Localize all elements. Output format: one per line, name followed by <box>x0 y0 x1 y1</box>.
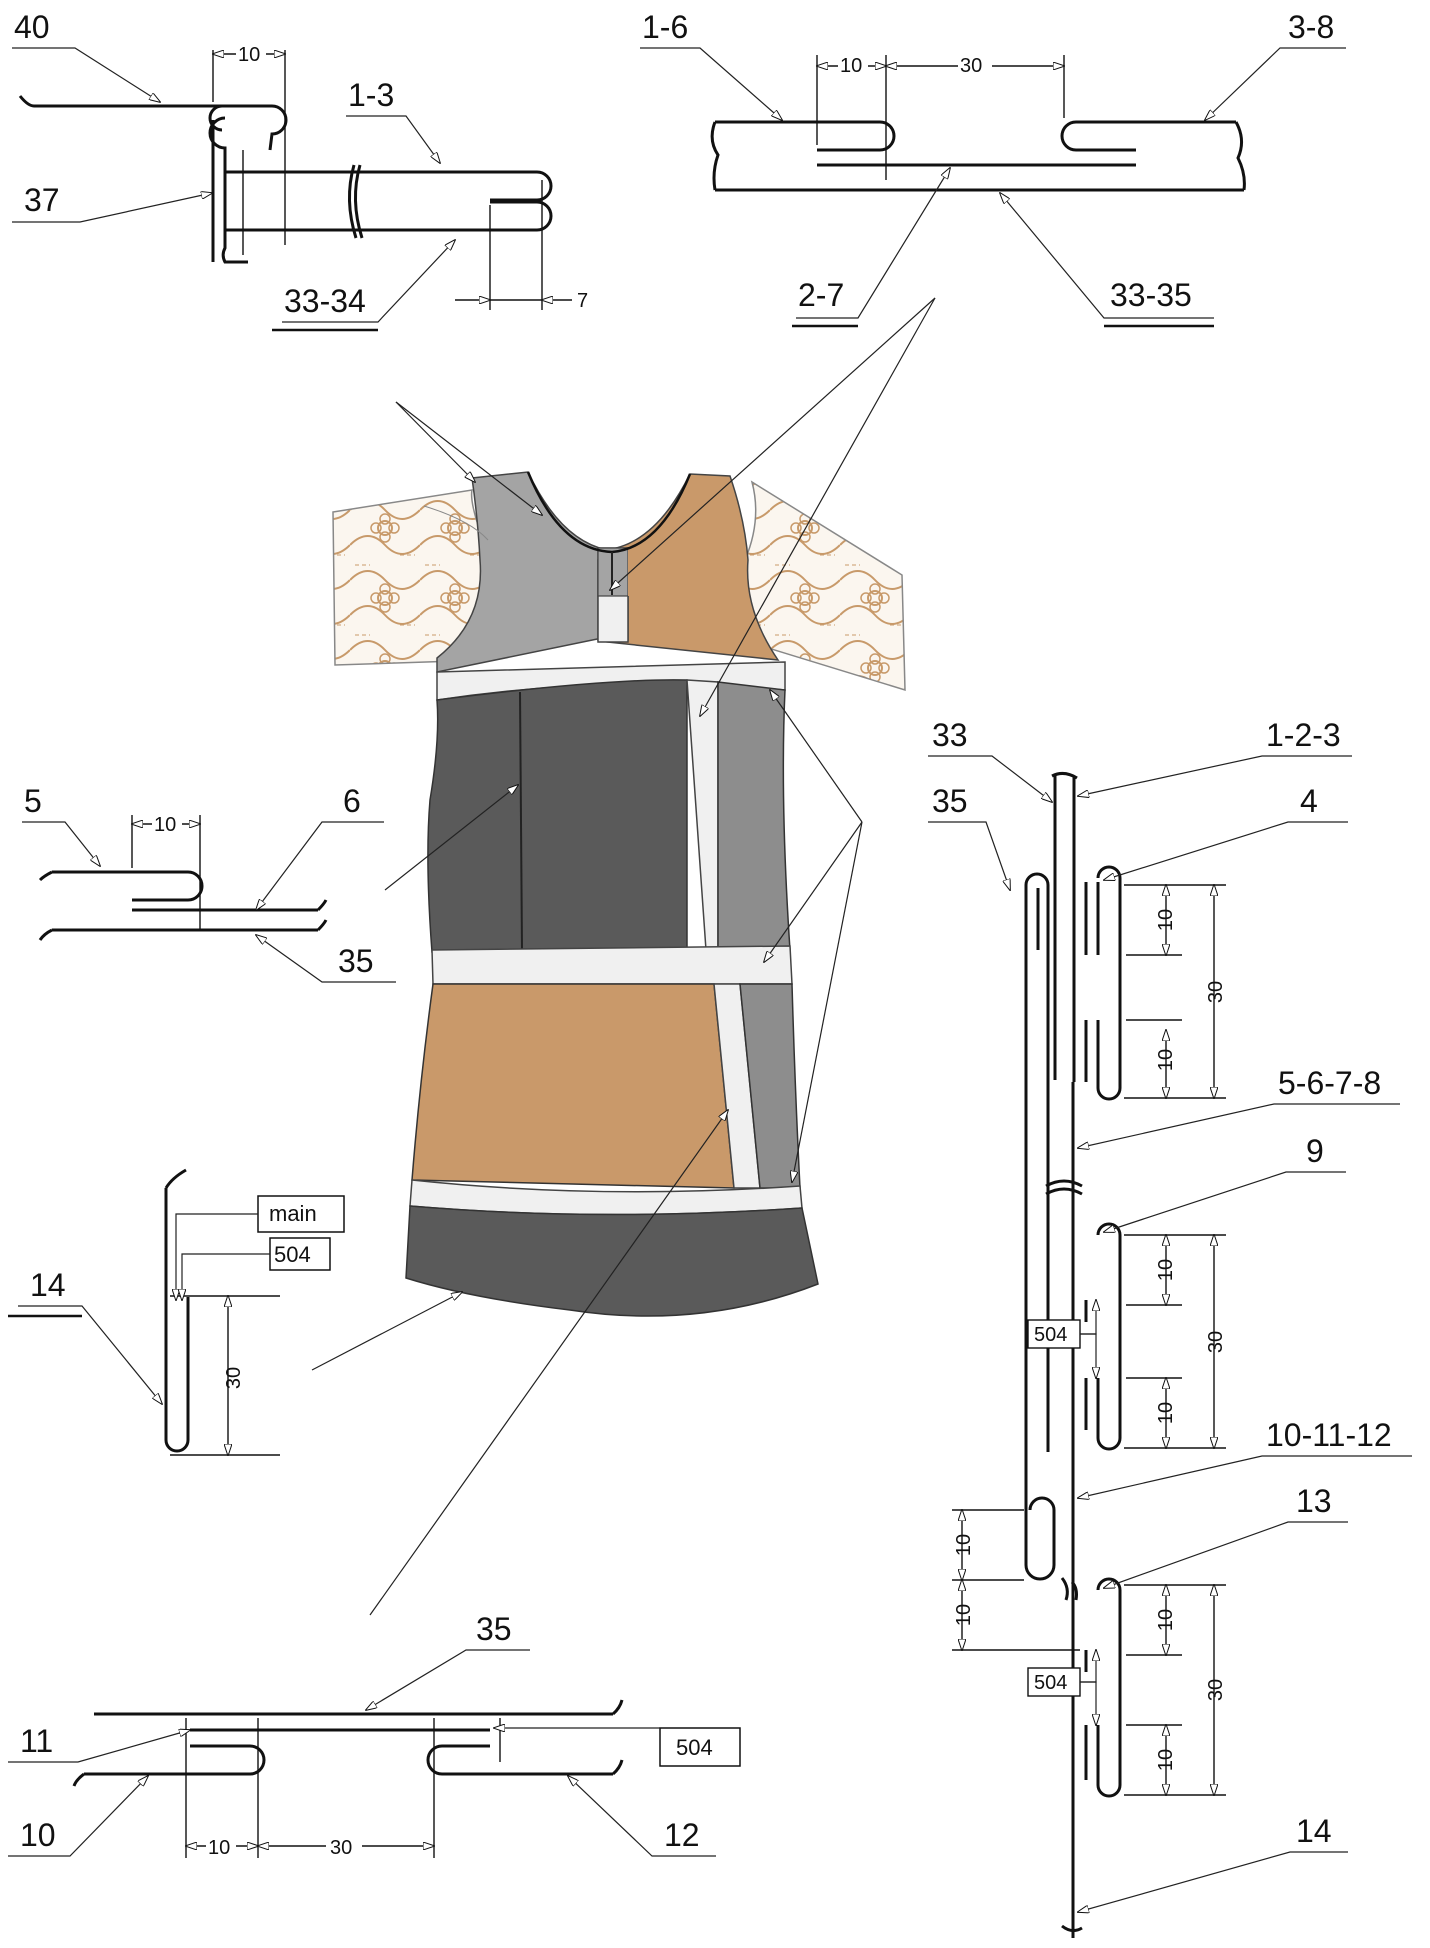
label-11: 11 <box>20 1723 53 1759</box>
detail-hem: 30 main 504 14 <box>18 1168 345 1455</box>
dim-7: 7 <box>577 290 588 312</box>
label-10-11-12: 10-11-12 <box>1266 1417 1392 1453</box>
label-13: 13 <box>1296 1483 1332 1519</box>
label-33-35: 33-35 <box>1110 277 1192 313</box>
label-504: 504 <box>1034 1324 1067 1346</box>
label-33: 33 <box>932 717 968 753</box>
detail-hem-band-seam: 10 30 35 11 10 12 504 <box>8 1611 741 1859</box>
bodice-left <box>427 679 688 953</box>
label-14: 14 <box>30 1267 66 1303</box>
dim-10: 10 <box>1155 1402 1177 1424</box>
dim-10: 10 <box>1155 1049 1177 1071</box>
label-box-504 <box>659 1727 741 1767</box>
skirt-right <box>739 983 801 1189</box>
dim-30: 30 <box>960 55 982 77</box>
label-5-6-7-8: 5-6-7-8 <box>1278 1065 1381 1101</box>
label-2-7: 2-7 <box>798 277 844 313</box>
label-6: 6 <box>343 783 361 819</box>
label-35: 35 <box>932 783 968 819</box>
label-4: 4 <box>1300 783 1318 819</box>
label-37: 37 <box>24 182 60 218</box>
dim-10: 10 <box>1155 1259 1177 1281</box>
label-box-main <box>257 1195 345 1233</box>
dim-10: 10 <box>208 1837 230 1859</box>
label-underlines <box>8 324 1214 1318</box>
label-main: main <box>269 1201 317 1226</box>
label-33-34: 33-34 <box>284 283 366 319</box>
label-35: 35 <box>476 1611 512 1647</box>
label-10: 10 <box>20 1817 56 1853</box>
hem-bottom <box>405 1205 819 1317</box>
dress-illustration <box>311 297 936 1616</box>
bodice-right <box>717 681 791 951</box>
skirt-tan <box>411 983 735 1189</box>
yoke-left <box>436 471 608 673</box>
label-1-3: 1-3 <box>348 77 394 113</box>
label-14: 14 <box>1296 1813 1332 1849</box>
dim-30: 30 <box>223 1367 245 1389</box>
dim-30: 30 <box>330 1837 352 1859</box>
dim-10: 10 <box>840 55 862 77</box>
dim-10: 10 <box>238 44 260 66</box>
label-3-8: 3-8 <box>1288 9 1334 45</box>
label-1-2-3: 1-2-3 <box>1266 717 1341 753</box>
dim-30: 30 <box>1205 1331 1227 1353</box>
bodice-strip <box>686 679 719 951</box>
dim-10: 10 <box>953 1604 975 1626</box>
waist-band <box>431 945 793 985</box>
detail-neck-seam: 10 7 40 1-3 37 33-34 <box>12 9 588 323</box>
detail-panel-seam: 10 5 6 35 <box>22 783 396 983</box>
dim-10: 10 <box>1155 1609 1177 1631</box>
yoke-right <box>604 473 780 661</box>
dim-10: 10 <box>154 814 176 836</box>
label-5: 5 <box>24 783 42 819</box>
dim-10: 10 <box>1155 909 1177 931</box>
dim-30: 30 <box>1205 981 1227 1003</box>
label-box-504 <box>1027 1667 1081 1697</box>
label-40: 40 <box>14 9 50 45</box>
dim-30: 30 <box>1205 1679 1227 1701</box>
label-504: 504 <box>1034 1672 1067 1694</box>
dim-10: 10 <box>953 1534 975 1556</box>
label-504: 504 <box>274 1242 311 1267</box>
detail-vertical-section: 10 10 30 10 10 30 10 10 30 10 10 <box>928 717 1412 1938</box>
label-1-6: 1-6 <box>642 9 688 45</box>
detail-yoke-seam: 10 30 1-6 3-8 2-7 33-35 <box>640 9 1346 319</box>
label-12: 12 <box>664 1817 700 1853</box>
label-box-504 <box>1027 1319 1081 1349</box>
dim-10: 10 <box>1155 1749 1177 1771</box>
label-35: 35 <box>338 943 374 979</box>
label-504: 504 <box>676 1735 713 1760</box>
label-9: 9 <box>1306 1133 1324 1169</box>
